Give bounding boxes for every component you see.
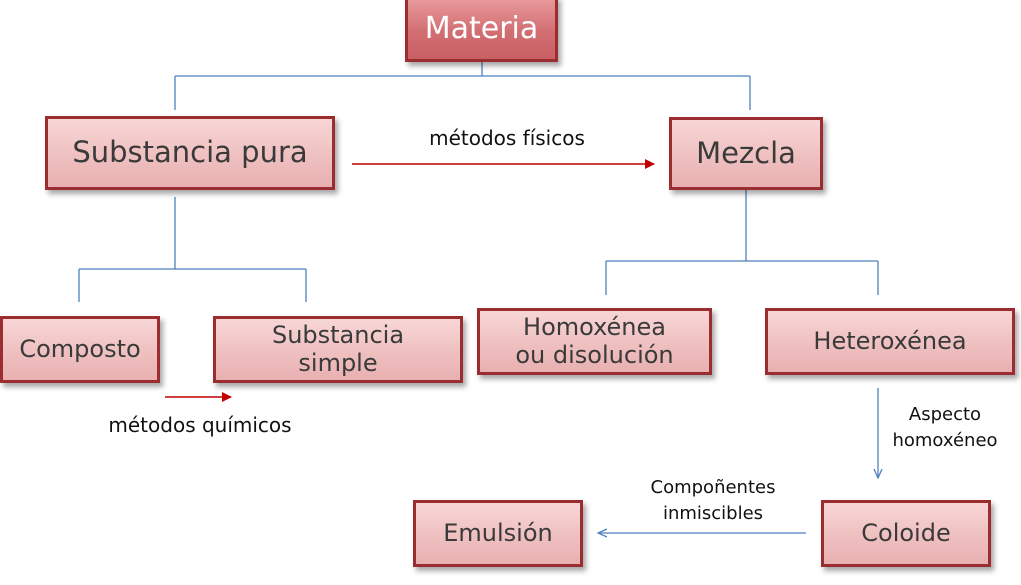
heteroxenea-label: Heteroxénea xyxy=(813,326,967,355)
composto-node: Composto xyxy=(0,316,160,383)
homoxenea-label-line1: Homoxénea xyxy=(523,312,666,341)
coloide-label: Coloide xyxy=(861,518,951,547)
homoxenea-label-line2: ou disolución xyxy=(515,340,674,369)
componentes-inmiscibles-label: Compoñentes inmiscibles xyxy=(628,477,798,524)
heteroxenea-node: Heteroxénea xyxy=(765,308,1015,375)
metodos-fisicos-label: métodos físicos xyxy=(429,126,585,150)
coloide-node: Coloide xyxy=(821,500,991,567)
aspecto-label-line2: homoxéneo xyxy=(892,429,998,451)
materia-branch xyxy=(174,62,751,110)
mezcla-branch xyxy=(605,190,879,295)
substancia-pura-label: Substancia pura xyxy=(72,135,308,170)
substancia-simple-label-line1: Substancia xyxy=(271,320,405,349)
substancia-simple-node: Substancia simple xyxy=(213,316,463,383)
mezcla-label: Mezcla xyxy=(696,135,796,170)
substancia-simple-label-line2: simple xyxy=(298,348,378,377)
materia-label: Materia xyxy=(424,10,539,46)
componentes-label-line2: inmiscibles xyxy=(662,502,764,524)
homoxenea-node: Homoxénea ou disolución xyxy=(477,308,712,375)
aspecto-label-line1: Aspecto xyxy=(908,404,982,425)
emulsion-label: Emulsión xyxy=(443,518,553,547)
componentes-label-line1: Compoñentes xyxy=(650,477,776,498)
materia-node: Materia xyxy=(405,0,558,62)
mezcla-node: Mezcla xyxy=(669,117,823,190)
emulsion-node: Emulsión xyxy=(413,500,583,567)
metodos-quimicos-label: métodos químicos xyxy=(108,413,292,437)
composto-label: Composto xyxy=(19,334,141,363)
substancia-pura-node: Substancia pura xyxy=(45,116,335,190)
substancia-pura-branch xyxy=(78,197,307,302)
aspecto-homoxeneo-label: Aspecto homoxéneo xyxy=(880,404,1010,451)
